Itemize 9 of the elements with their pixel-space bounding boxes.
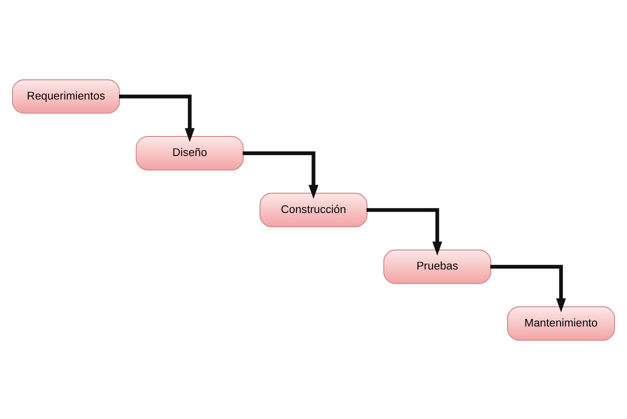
node-box: Requerimientos: [12, 78, 120, 114]
node-box: Construcción: [260, 192, 368, 227]
arrow: [366, 208, 442, 256]
node-box: Mantenimiento: [507, 306, 615, 340]
node-box: Diseño: [136, 136, 244, 170]
arrow: [490, 264, 566, 312]
arrow: [242, 150, 318, 198]
arrow: [119, 94, 195, 142]
node-box: Pruebas: [383, 249, 492, 284]
